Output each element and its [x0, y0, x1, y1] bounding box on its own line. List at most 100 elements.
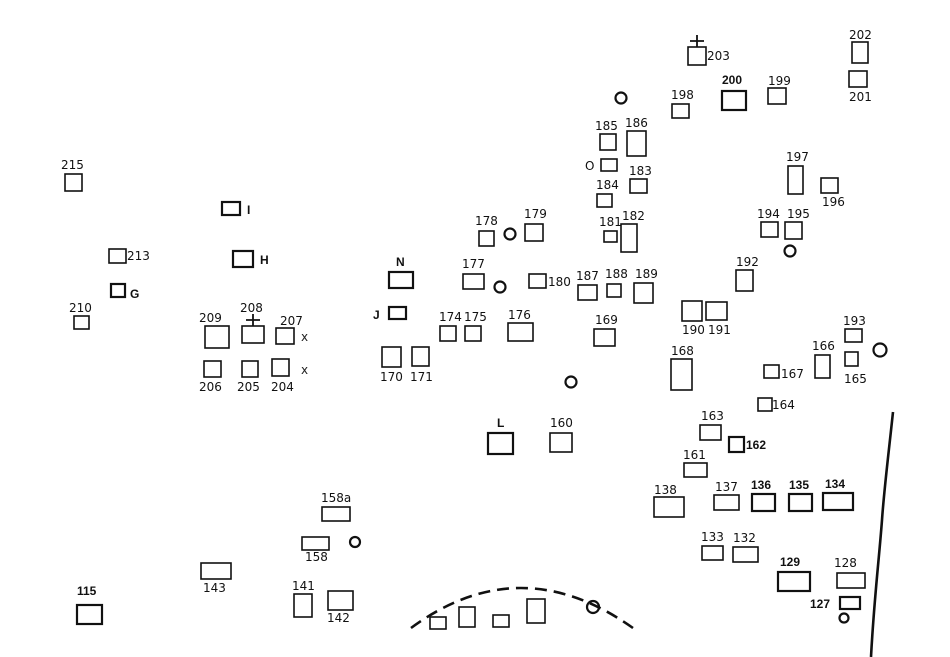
plot-label: 163 — [701, 409, 724, 423]
plot-176: 176 — [507, 308, 534, 342]
plot-box — [109, 282, 127, 299]
plot-133: 133 — [701, 530, 724, 561]
plot-box — [275, 327, 295, 345]
plot-box — [760, 221, 779, 238]
plot-label: 138 — [654, 483, 677, 497]
plot-box — [653, 496, 685, 518]
plot-195: 195 — [784, 207, 810, 240]
plot-170: 170 — [380, 346, 403, 384]
plot-201: 201 — [848, 70, 872, 104]
plot-box — [814, 354, 831, 379]
plot-box — [64, 173, 83, 192]
plot-label: 128 — [834, 556, 857, 570]
plot-167: 167 — [763, 364, 804, 381]
plot-l: L — [486, 416, 515, 456]
plot-box — [321, 506, 351, 522]
plot-h: H — [231, 249, 269, 269]
plot-label: J — [373, 308, 380, 322]
plot-203: 203 — [687, 46, 730, 66]
plot-197: 197 — [786, 150, 809, 195]
plot-115: 115 — [75, 584, 104, 626]
plot-label: 192 — [736, 255, 759, 269]
plot-label: 215 — [61, 158, 84, 172]
plot-label: 158a — [321, 491, 351, 505]
plot-206: 206 — [199, 360, 222, 394]
plot-box — [735, 269, 754, 292]
plot-158a: 158a — [321, 491, 351, 522]
plot-label: 183 — [629, 164, 652, 178]
plot-box — [464, 325, 482, 342]
plot-164: 164 — [757, 397, 795, 412]
plot-label: 174 — [439, 310, 462, 324]
plot-box — [271, 358, 290, 377]
circle-marker — [872, 342, 888, 358]
plot-box — [203, 360, 222, 378]
plot-box — [596, 193, 613, 208]
plot-135: 135 — [787, 478, 814, 513]
plot-box — [220, 200, 242, 217]
plot-175: 175 — [464, 310, 487, 342]
plot-177: 177 — [462, 257, 485, 290]
plot-166: 166 — [812, 339, 835, 379]
plot-200: 200 — [720, 73, 748, 112]
plot-box — [820, 177, 839, 194]
plot-label: 165 — [844, 372, 867, 386]
plot-label: 201 — [849, 90, 872, 104]
plot-137: 137 — [713, 480, 740, 511]
plot-194: 194 — [757, 207, 780, 238]
x-mark: x — [301, 330, 308, 344]
cross-icon — [246, 314, 260, 326]
plot-162: 162 — [727, 435, 766, 454]
plot-label: 169 — [595, 313, 618, 327]
plot-box — [108, 248, 127, 264]
plot-box — [727, 435, 746, 454]
plot-unlabeled — [458, 606, 476, 628]
plot-unlabeled — [492, 614, 510, 628]
plot-box — [699, 424, 722, 441]
plot-box — [301, 536, 330, 551]
plot-168: 168 — [670, 344, 694, 391]
plot-label: 162 — [746, 438, 766, 452]
plot-202: 202 — [849, 28, 872, 64]
plot-142: 142 — [327, 590, 354, 625]
x-mark: x — [301, 363, 308, 377]
plot-label: 207 — [280, 314, 303, 328]
circle-marker — [493, 280, 507, 294]
plot-178: 178 — [475, 214, 498, 247]
plot-label: 176 — [508, 308, 531, 322]
plot-label: 195 — [787, 207, 810, 221]
plot-label: G — [130, 287, 139, 301]
plot-box — [844, 328, 863, 343]
plot-box — [411, 346, 430, 367]
dashed-boundary — [410, 586, 634, 630]
plot-label: 204 — [271, 380, 294, 394]
plot-box — [720, 89, 748, 112]
plot-label: 208 — [240, 301, 263, 315]
plot-label: 198 — [671, 88, 694, 102]
plot-box — [767, 87, 787, 105]
plot-label: 175 — [464, 310, 487, 324]
plot-box — [629, 178, 648, 194]
plot-174: 174 — [439, 310, 462, 342]
plot-185: 185 — [595, 119, 618, 151]
plot-label: H — [260, 253, 269, 267]
plot-label: 203 — [707, 49, 730, 63]
plot-label: 132 — [733, 531, 756, 545]
plot-label: 181 — [599, 215, 622, 229]
plot-184: 184 — [596, 178, 619, 208]
plot-box — [439, 325, 457, 342]
plot-143: 143 — [200, 562, 232, 595]
plot-label: 178 — [475, 214, 498, 228]
plot-box — [599, 133, 617, 151]
circle-marker — [564, 375, 578, 389]
plot-189: 189 — [633, 267, 658, 304]
plot-label: 141 — [292, 579, 315, 593]
plot-box — [836, 572, 866, 589]
plot-label: 177 — [462, 257, 485, 271]
plot-label: L — [497, 416, 504, 430]
plot-label: 143 — [203, 581, 226, 595]
plot-129: 129 — [776, 555, 812, 593]
plot-label: 210 — [69, 301, 92, 315]
